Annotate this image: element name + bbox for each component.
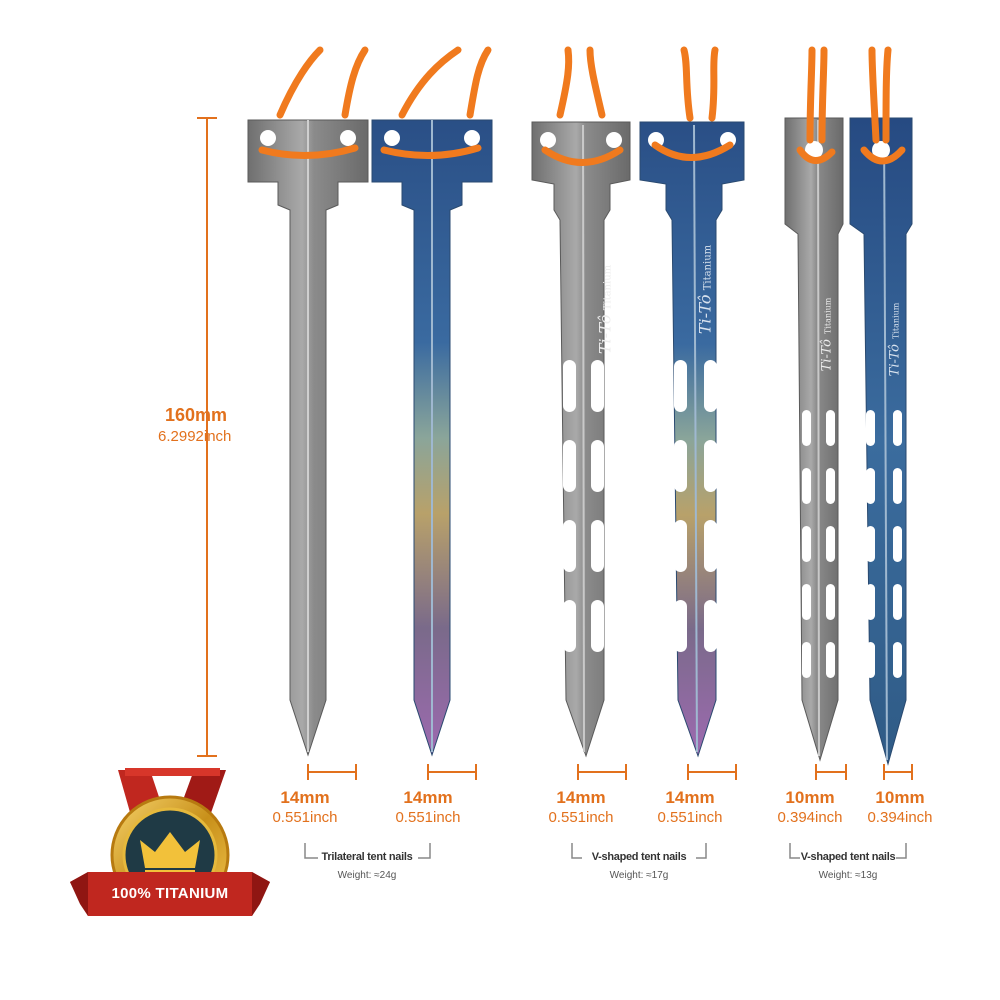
engraving-brand: Ti-Tô	[695, 294, 715, 335]
stake-v13-blue	[849, 117, 913, 766]
badge-text: 100% TITANIUM	[111, 885, 229, 902]
group-weight: Weight: ≈13g	[818, 870, 878, 881]
stake-v13-gray	[784, 117, 844, 762]
engraving-v13-blue: Ti-Tô Titanium	[884, 285, 903, 395]
engraving-word: Titanium	[702, 244, 714, 291]
height-mm-label: 160mm	[165, 405, 228, 425]
orange-cords	[258, 46, 906, 166]
width-mm-label: 14mm	[280, 788, 330, 807]
group-weight: Weight: ≈17g	[609, 870, 669, 881]
width-inch-label: 0.551inch	[395, 809, 461, 826]
height-dimension-line	[197, 117, 217, 757]
engraving-word: Titanium	[891, 302, 901, 339]
width-mm-label: 14mm	[665, 788, 715, 807]
width-dimension-markers	[307, 764, 913, 780]
engraving-v17-blue: Ti-Tô Titanium	[696, 225, 715, 355]
width-mm-label: 14mm	[556, 788, 606, 807]
width-inch-label: 0.551inch	[657, 809, 723, 826]
width-mm-label: 10mm	[785, 788, 835, 807]
width-inch-label: 0.551inch	[272, 809, 338, 826]
width-mm-label: 14mm	[403, 788, 453, 807]
group-name: V-shaped tent nails	[800, 851, 896, 863]
group-name: V-shaped tent nails	[591, 851, 687, 863]
titanium-medal	[70, 768, 270, 916]
width-inch-label: 0.394inch	[777, 809, 843, 826]
engraving-word: Titanium	[602, 264, 614, 311]
stake-v17-gray	[531, 121, 631, 758]
height-inch-label: 6.2992inch	[158, 428, 232, 445]
group-brackets	[304, 843, 907, 859]
stake-v17-blue	[639, 121, 745, 758]
engraving-brand: Ti-Tô	[595, 314, 615, 355]
width-inch-label: 0.551inch	[548, 809, 614, 826]
engraving-v17-gray: Ti-Tô Titanium	[596, 245, 615, 375]
width-mm-label: 10mm	[875, 788, 925, 807]
stake-trilateral-blue	[371, 119, 493, 757]
engraving-brand: Ti-Tô	[819, 339, 835, 372]
group-name: Trilateral tent nails	[321, 851, 413, 863]
engraving-v13-gray: Ti-Tô Titanium	[816, 280, 835, 390]
engraving-brand: Ti-Tô	[887, 344, 903, 377]
group-weight: Weight: ≈24g	[337, 870, 397, 881]
engraving-word: Titanium	[823, 297, 833, 334]
width-inch-label: 0.394inch	[867, 809, 933, 826]
stake-trilateral-gray	[247, 119, 369, 757]
